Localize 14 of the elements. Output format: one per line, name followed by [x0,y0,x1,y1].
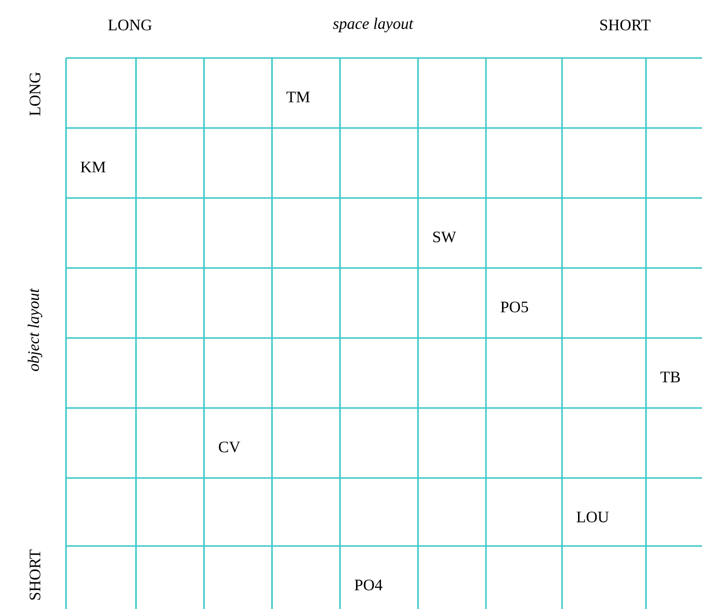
cell-text: PO5 [500,302,528,312]
cell-text: CV [218,442,240,452]
cell-text: TB [660,372,680,382]
cell-text: KM [80,162,106,172]
axis-label: SHORT [600,20,650,30]
axis-label: space layout [332,18,414,32]
axis-label: object layout [28,288,42,372]
axis-label: SHORT [30,550,40,600]
cell-text: SW [433,232,456,242]
axis-label: LONG [30,72,40,116]
cell-text: TM [286,92,310,102]
cell-text: PO4 [354,580,382,590]
axis-label: LONG [108,20,152,30]
cell-text: LOU [576,512,609,522]
